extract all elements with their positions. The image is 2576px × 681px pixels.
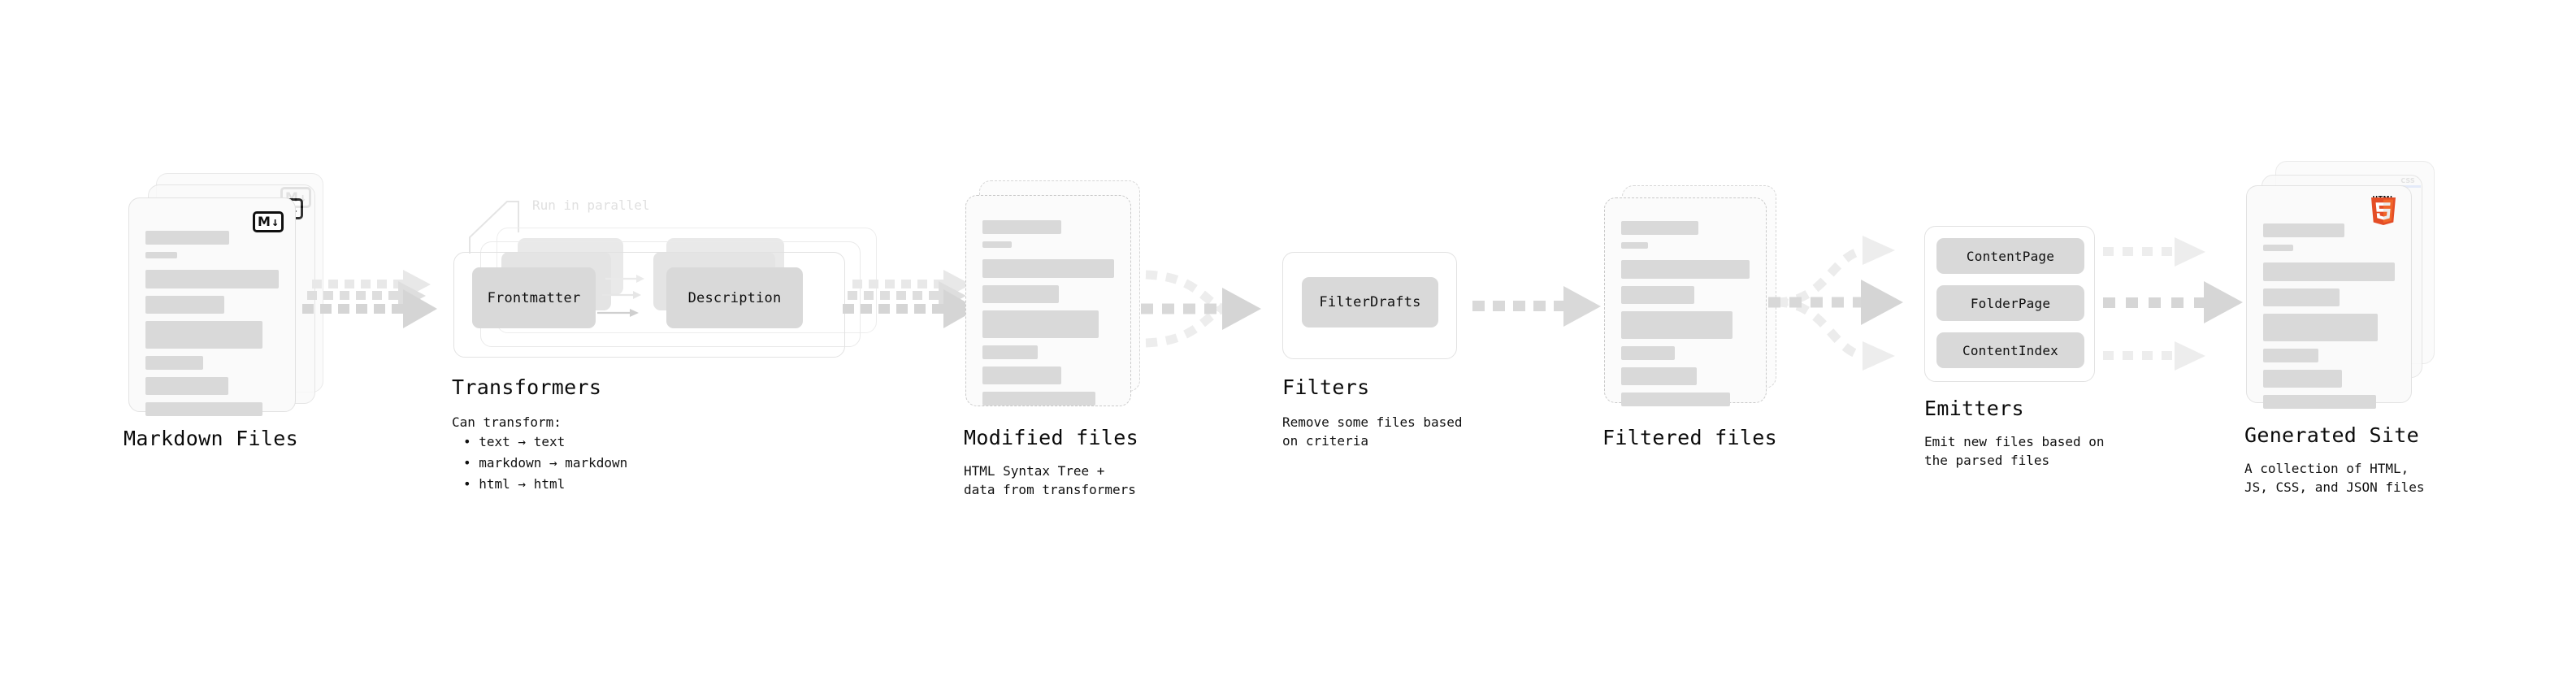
- card-skeleton: [2263, 223, 2395, 416]
- connector-transformers-to-modified: [843, 270, 978, 328]
- parallel-leader-line: [469, 201, 519, 254]
- modified-files-subtitle: HTML Syntax Tree + data from transformer…: [964, 463, 1136, 498]
- transformer-panel-front: Frontmatter Description: [453, 252, 845, 358]
- stage-title-filtered-files: Filtered files: [1602, 426, 1777, 449]
- transformer-inner-arrows: [597, 275, 644, 317]
- stage-title-transformers: Transformers: [452, 375, 602, 399]
- markdown-card-front: M ↓: [128, 197, 296, 416]
- connector-filters-to-filtered: [1472, 286, 1601, 327]
- modified-card-front: [965, 195, 1131, 406]
- html5-shield-icon: [2370, 197, 2396, 225]
- md-letter: M: [258, 214, 271, 229]
- html5-badge: HTML: [2367, 196, 2400, 235]
- site-card-front-html: HTML: [2246, 185, 2412, 409]
- emitters-subtitle: Emit new files based on the parsed files: [1924, 434, 2105, 469]
- generated-site-subtitle: A collection of HTML, JS, CSS, and JSON …: [2244, 461, 2425, 496]
- card-skeleton: [982, 220, 1114, 413]
- stage-title-generated-site: Generated Site: [2244, 423, 2419, 447]
- card-skeleton: [1621, 221, 1750, 414]
- transformers-item-1: • markdown → markdown: [463, 455, 628, 471]
- stage-title-filters: Filters: [1282, 375, 1370, 399]
- markdown-badge: M ↓: [253, 211, 284, 232]
- connector-md-to-transformers: [302, 270, 437, 328]
- stage-title-emitters: Emitters: [1924, 397, 2024, 420]
- filtered-card-front: [1604, 197, 1767, 406]
- run-in-parallel-label: Run in parallel: [532, 197, 650, 213]
- connector-emitters-to-site: [2103, 237, 2243, 371]
- emitter-pill-contentpage[interactable]: ContentPage: [1936, 238, 2084, 274]
- stage-title-modified-files: Modified files: [964, 426, 1138, 449]
- filters-subtitle: Remove some files based on criteria: [1282, 414, 1463, 449]
- connector-modified-to-filters: [1141, 270, 1261, 348]
- transformers-item-0: • text → text: [463, 434, 566, 449]
- transformer-pill-frontmatter[interactable]: Frontmatter: [472, 267, 596, 328]
- filter-pill-filterdrafts[interactable]: FilterDrafts: [1302, 277, 1438, 327]
- filters-panel: FilterDrafts: [1282, 252, 1457, 359]
- transformers-subtitle-lead: Can transform:: [452, 414, 562, 430]
- connector-filtered-to-emitters: [1768, 236, 1903, 371]
- emitters-panel: ContentPage FolderPage ContentIndex: [1924, 226, 2095, 382]
- emitter-pill-folderpage[interactable]: FolderPage: [1936, 285, 2084, 321]
- transformers-item-2: • html → html: [463, 476, 566, 492]
- md-arrow-icon: ↓: [271, 214, 279, 229]
- emitter-pill-contentindex[interactable]: ContentIndex: [1936, 332, 2084, 368]
- transformer-pill-description[interactable]: Description: [666, 267, 803, 328]
- card-skeleton: [145, 231, 279, 423]
- stage-title-markdown-files: Markdown Files: [124, 427, 298, 450]
